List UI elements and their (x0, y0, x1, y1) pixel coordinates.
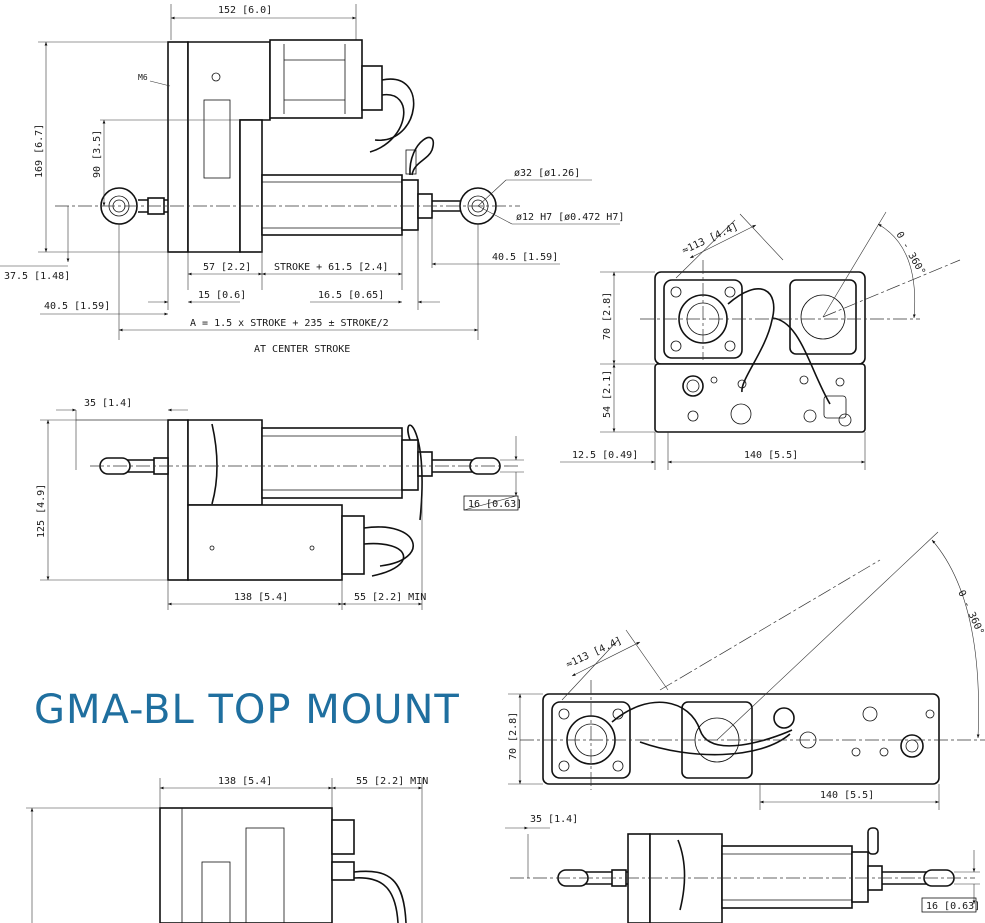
dim-57: 57 [2.2] (203, 262, 251, 273)
dim-overall-length: 152 [6.0] (218, 5, 272, 16)
tms-dim-138: 138 [5.4] (218, 776, 272, 787)
end-rotation: 0 - 360° (893, 230, 927, 277)
formula-note: AT CENTER STROKE (254, 344, 350, 355)
tms-dim-55: 55 [2.2] MIN (356, 776, 428, 787)
formula: A = 1.5 x STROKE + 235 ± STROKE/2 (190, 318, 389, 329)
end-diag: ≈113 [4.4] (681, 221, 740, 256)
dim-height-center: 90 [3.5] (92, 130, 103, 178)
tm-width: 140 [5.5] (820, 790, 874, 801)
dim-eye-offset: 37.5 [1.48] (4, 271, 70, 282)
plan-dim-55: 55 [2.2] MIN (354, 592, 426, 603)
tmp-dim-16: 16 [0.63] (926, 901, 980, 912)
plan-height-125: 125 [4.9] (36, 484, 47, 538)
rod-end-dia: ø32 [ø1.26] (514, 168, 580, 179)
tmp-dim-35: 35 [1.4] (530, 814, 578, 825)
end-view-top: 0 - 360° ≈113 [4.4] 70 [2.8] 54 [2.1] 12… (560, 211, 961, 470)
plan-dim-138: 138 [5.4] (234, 592, 288, 603)
end-height-70: 70 [2.8] (602, 292, 613, 340)
end-height-54: 54 [2.1] (602, 370, 613, 418)
top-mount-end-view: 0 - 360° ≈113 [4.4] 70 [2.8] 140 [5.5] (508, 531, 985, 810)
dim-16-5: 16.5 [0.65] (318, 290, 384, 301)
end-width: 140 [5.5] (744, 450, 798, 461)
dim-15: 15 [0.6] (198, 290, 246, 301)
plan-view: 35 [1.4] 125 [4.9] 16 [0.63] 138 [5.4] 5… (36, 398, 524, 610)
dim-eye-left: 40.5 [1.59] (44, 301, 110, 312)
tm-height-70: 70 [2.8] (508, 712, 519, 760)
top-mount-plan-view: 35 [1.4] 16 [0.63] (505, 814, 980, 923)
plan-dim-35: 35 [1.4] (84, 398, 132, 409)
tm-rotation: 0 - 360° (955, 589, 985, 637)
side-view: 152 [6.0] (0, 4, 624, 355)
thread-label: M6 (138, 73, 148, 82)
end-offset: 12.5 [0.49] (572, 450, 638, 461)
top-mount-side-view: 138 [5.4] 55 [2.2] MIN (26, 776, 428, 923)
page-title: GMA-BL TOP MOUNT (34, 687, 460, 733)
plan-dim-16: 16 [0.63] (468, 499, 522, 510)
dim-eye-right: 40.5 [1.59] (492, 252, 558, 263)
pin-dia: ø12 H7 [ø0.472 H7] (516, 212, 624, 223)
dim-stroke-plus: STROKE + 61.5 [2.4] (274, 262, 388, 273)
dim-height-total: 169 [6.7] (34, 124, 45, 178)
